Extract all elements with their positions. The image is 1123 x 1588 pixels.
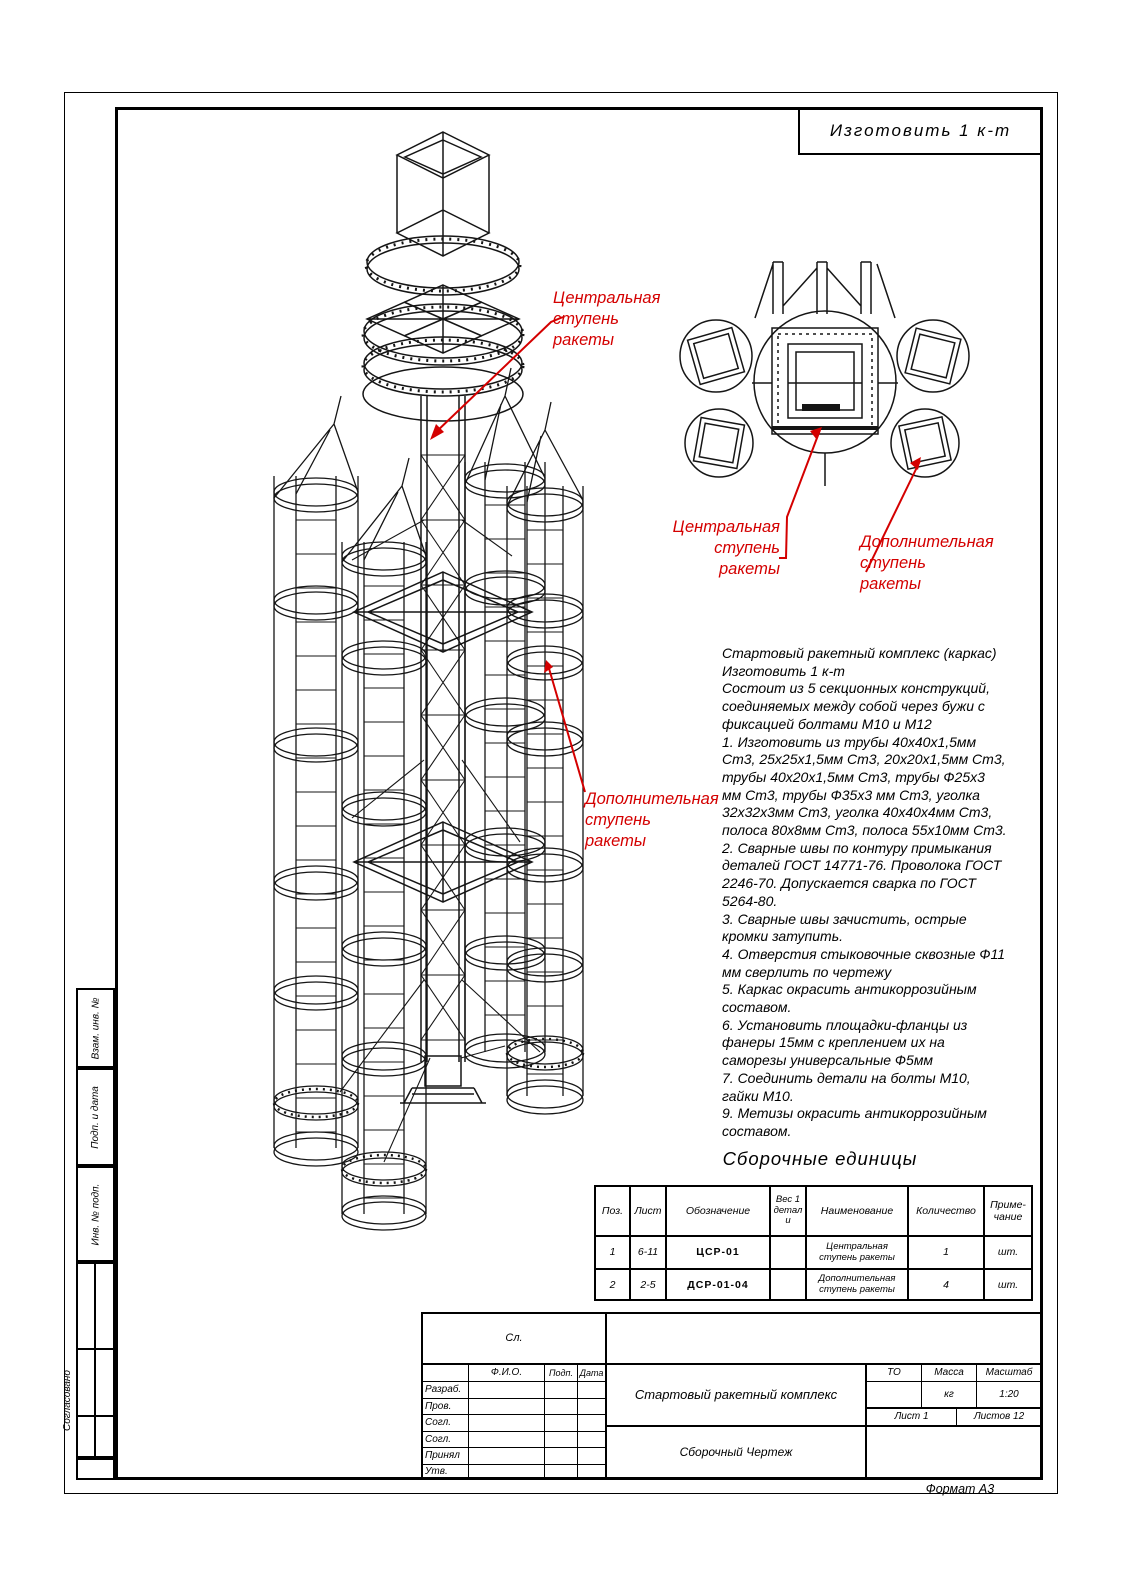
sign-cell [545, 1448, 578, 1465]
table-row-cell [771, 1237, 807, 1270]
title-block-fio: Ф.И.О. [469, 1365, 545, 1382]
sign-cell [545, 1465, 578, 1478]
table-row-cell: 2 [596, 1270, 631, 1300]
sign-cell [469, 1465, 545, 1478]
sign-cell [578, 1465, 607, 1478]
sign-cell [469, 1399, 545, 1415]
sign-row-label: Принял [423, 1448, 469, 1465]
sign-cell [469, 1415, 545, 1432]
stamp-label: Инв. № подп. [90, 1183, 102, 1245]
sign-row-label: Согл. [423, 1432, 469, 1448]
table-row-cell: 2-5 [631, 1270, 667, 1300]
table-row-qty: 1 [909, 1237, 985, 1270]
document-title: Стартовый ракетный комплекс [607, 1365, 867, 1427]
sign-cell [578, 1448, 607, 1465]
lit-header: ТО [867, 1365, 922, 1382]
title-block-designation [607, 1314, 1041, 1365]
technical-notes: Стартовый ракетный комплекс (каркас) Изг… [722, 645, 1007, 1139]
sign-cell [469, 1448, 545, 1465]
col-header-pos: Поз. [596, 1187, 631, 1237]
scale-header: Масштаб [977, 1365, 1041, 1382]
sign-cell [578, 1415, 607, 1432]
table-row-cell [771, 1270, 807, 1300]
title-block-podp: Подп. [545, 1365, 578, 1382]
stamp-podp-data: Подп. и дата [76, 1068, 115, 1166]
table-row-cell: 1 [596, 1237, 631, 1270]
document-type: Сборочный Чертеж [607, 1427, 867, 1478]
title-block-sl: Сл. [423, 1314, 607, 1365]
sign-row-label: Утв. [423, 1465, 469, 1478]
callout-additional-stage-iso: Дополнительная ступень ракеты [585, 790, 719, 850]
sign-cell [545, 1382, 578, 1399]
sign-cell [469, 1432, 545, 1448]
margin-grid [76, 1262, 115, 1458]
sign-cell [578, 1382, 607, 1399]
callout-additional-stage-top: Дополнительная ступень ракеты [860, 533, 994, 593]
assembly-units-table: Поз. Лист Обозначение Вес 1 детали Наиме… [594, 1185, 1033, 1301]
sign-row-label: Разраб. [423, 1382, 469, 1399]
stamp-soglasovano: Согласовано [61, 1369, 73, 1431]
sign-row-label: Пров. [423, 1399, 469, 1415]
mass-value: кг [922, 1382, 977, 1409]
sign-cell [545, 1399, 578, 1415]
col-header-note: Приме- чание [985, 1187, 1031, 1237]
sheet-number: Лист 1 [867, 1409, 957, 1427]
table-row-designation: ДСР-01-04 [667, 1270, 771, 1300]
sign-cell [545, 1415, 578, 1432]
outer-border [64, 92, 1058, 1494]
margin-grid-bottom [76, 1458, 115, 1480]
lit-value [867, 1382, 922, 1409]
make-note-box: Изготовить 1 к-т [798, 107, 1043, 155]
format-label: Формат А3 [925, 1482, 995, 1496]
sign-cell [578, 1399, 607, 1415]
callout-central-stage-iso: Центральная ступень ракеты [553, 289, 661, 349]
title-block: Сл. Ф.И.О. Подп. Дата Разраб. Пров. Согл… [421, 1312, 1043, 1480]
sign-cell [545, 1432, 578, 1448]
col-header-qty: Количество [909, 1187, 985, 1237]
table-row-name: Центральная ступень ракеты [807, 1237, 909, 1270]
scale-value: 1:20 [977, 1382, 1041, 1409]
title-block-blank [423, 1365, 469, 1382]
table-row-designation: ЦСР-01 [667, 1237, 771, 1270]
sign-row-label: Согл. [423, 1415, 469, 1432]
col-header-name: Наименование [807, 1187, 909, 1237]
table-row-note: шт. [985, 1237, 1031, 1270]
sign-cell [469, 1382, 545, 1399]
col-header-oboz: Обозначение [667, 1187, 771, 1237]
stamp-vzam-inv: Взам. инв. № [76, 988, 115, 1068]
stamp-label: Подп. и дата [90, 1085, 102, 1149]
stamp-label: Взам. инв. № [90, 997, 102, 1059]
table-row-cell: 6-11 [631, 1237, 667, 1270]
mass-header: Масса [922, 1365, 977, 1382]
sign-cell [578, 1432, 607, 1448]
table-row-name: Дополнительная ступень ракеты [807, 1270, 909, 1300]
stamp-inv-podp: Инв. № подп. [76, 1166, 115, 1262]
callout-central-stage-top: Центральная ступень ракеты [672, 518, 780, 578]
org-cell [867, 1427, 1041, 1478]
col-header-list: Лист [631, 1187, 667, 1237]
sheets-total: Листов 12 [957, 1409, 1041, 1427]
table-row-qty: 4 [909, 1270, 985, 1300]
make-note-text: Изготовить 1 к-т [829, 121, 1012, 140]
col-header-ves: Вес 1 детали [771, 1187, 807, 1237]
assembly-units-heading: Сборочные единицы [722, 1148, 918, 1169]
table-row-note: шт. [997, 1278, 1019, 1291]
title-block-data: Дата [578, 1365, 607, 1382]
